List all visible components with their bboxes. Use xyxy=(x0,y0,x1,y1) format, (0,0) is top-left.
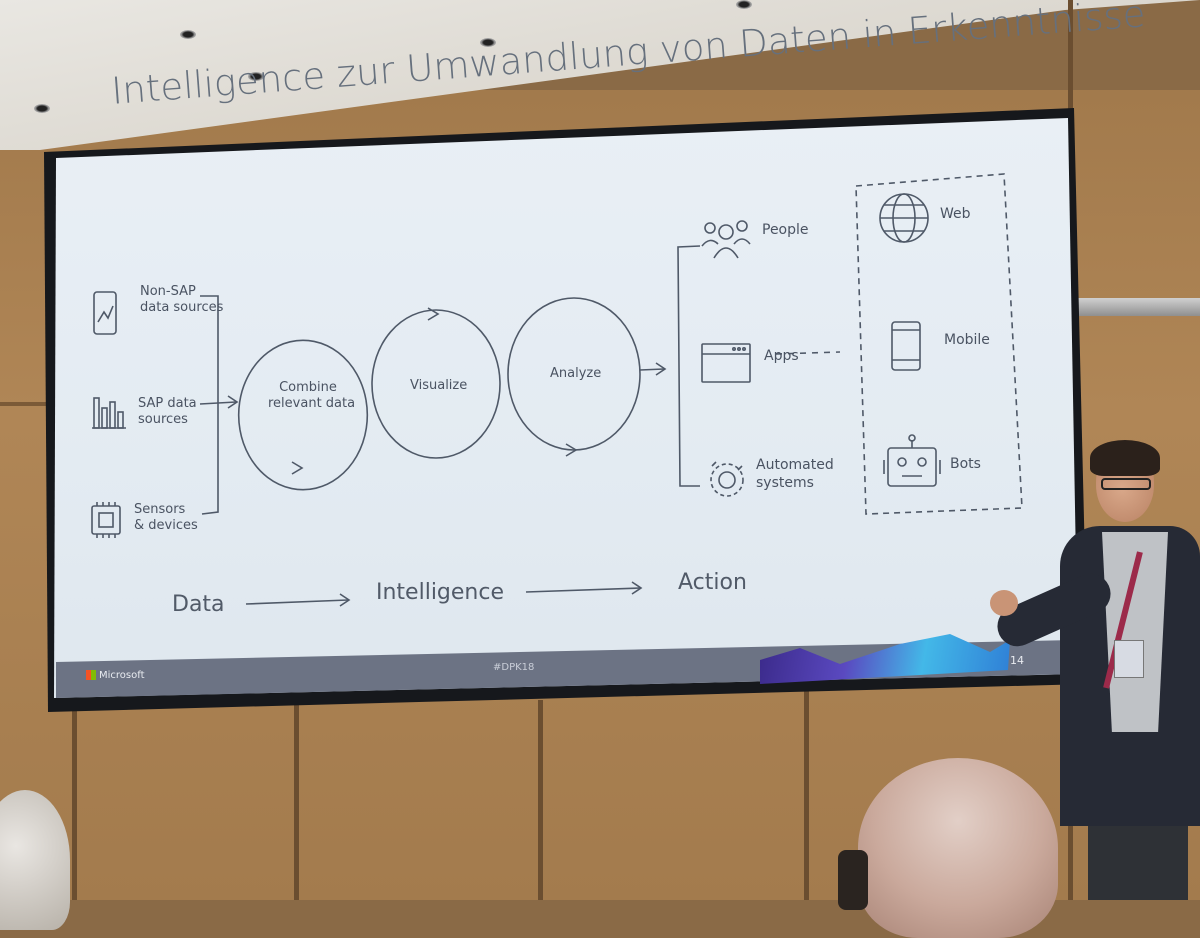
chip-icon xyxy=(91,502,121,538)
flow-label-data: Data xyxy=(172,592,225,617)
source-label-sensors: Sensors& devices xyxy=(134,502,198,533)
presenter-badge xyxy=(1114,640,1144,678)
loop-combine-bottom xyxy=(239,399,369,491)
wall-panel-seam xyxy=(538,700,543,900)
loop-arrow xyxy=(291,461,304,475)
dashed-connector xyxy=(775,351,841,355)
presenter-hand xyxy=(990,590,1018,616)
presenter xyxy=(990,440,1200,900)
audience-head-bald xyxy=(858,758,1058,938)
globe-icon xyxy=(879,193,929,243)
loop-analyze xyxy=(507,297,641,451)
loop-combine-top xyxy=(237,339,367,431)
phone-chart-icon xyxy=(93,291,117,335)
source-arrow-line xyxy=(199,401,237,405)
loop-label-analyze: Analyze xyxy=(550,366,602,381)
slide-diagram xyxy=(91,173,1023,607)
app-window-icon xyxy=(701,343,751,383)
loop-arrow xyxy=(565,443,578,457)
output-arrow-head xyxy=(655,362,667,376)
presenter-hair xyxy=(1090,440,1160,476)
ceiling-light xyxy=(34,104,50,113)
ceiling-light xyxy=(180,30,196,39)
channel-label-mobile: Mobile xyxy=(944,332,990,348)
wall-panel-seam xyxy=(804,690,809,900)
loop-arrow xyxy=(427,307,440,321)
output-bracket xyxy=(677,245,701,487)
loop-visualize xyxy=(371,309,501,459)
audience-hair xyxy=(838,850,868,910)
flow-arrow-line xyxy=(245,599,349,605)
source-arrow-head xyxy=(227,395,239,409)
source-bracket xyxy=(200,295,219,515)
slide-background xyxy=(54,118,1078,698)
presenter-glasses xyxy=(1101,478,1151,490)
robot-icon xyxy=(883,434,941,487)
output-label-apps: Apps xyxy=(764,348,799,364)
ceiling-light xyxy=(248,72,264,81)
bar-chart-icon xyxy=(92,397,126,429)
flow-arrow-line xyxy=(525,587,641,593)
wall-bracket xyxy=(1072,298,1200,316)
wall-rail xyxy=(0,402,46,406)
footer-brand: Microsoft xyxy=(86,670,145,681)
footer-hashtag: #DPK18 xyxy=(493,662,535,673)
channel-label-web: Web xyxy=(940,206,971,222)
flow-arrow-head xyxy=(631,581,643,595)
ceiling-light xyxy=(736,0,752,9)
slide-page-number: 14 xyxy=(1010,654,1024,667)
ceiling-light xyxy=(480,38,496,47)
microsoft-logo-icon xyxy=(86,670,96,680)
output-arrow-line xyxy=(639,368,665,371)
wall-panel-seam xyxy=(72,700,77,900)
flow-label-action: Action xyxy=(678,570,747,595)
channels-dashed-box xyxy=(855,173,1023,515)
gear-cycle-icon xyxy=(710,461,744,497)
flow-label-intelligence: Intelligence xyxy=(376,580,505,605)
loop-label-visualize: Visualize xyxy=(410,378,468,393)
mobile-icon xyxy=(891,321,921,371)
output-label-people: People xyxy=(762,222,809,238)
people-icon xyxy=(701,220,751,259)
wall-panel-seam xyxy=(294,700,299,900)
channel-label-bots: Bots xyxy=(950,456,981,472)
flow-arrow-head xyxy=(339,593,351,607)
